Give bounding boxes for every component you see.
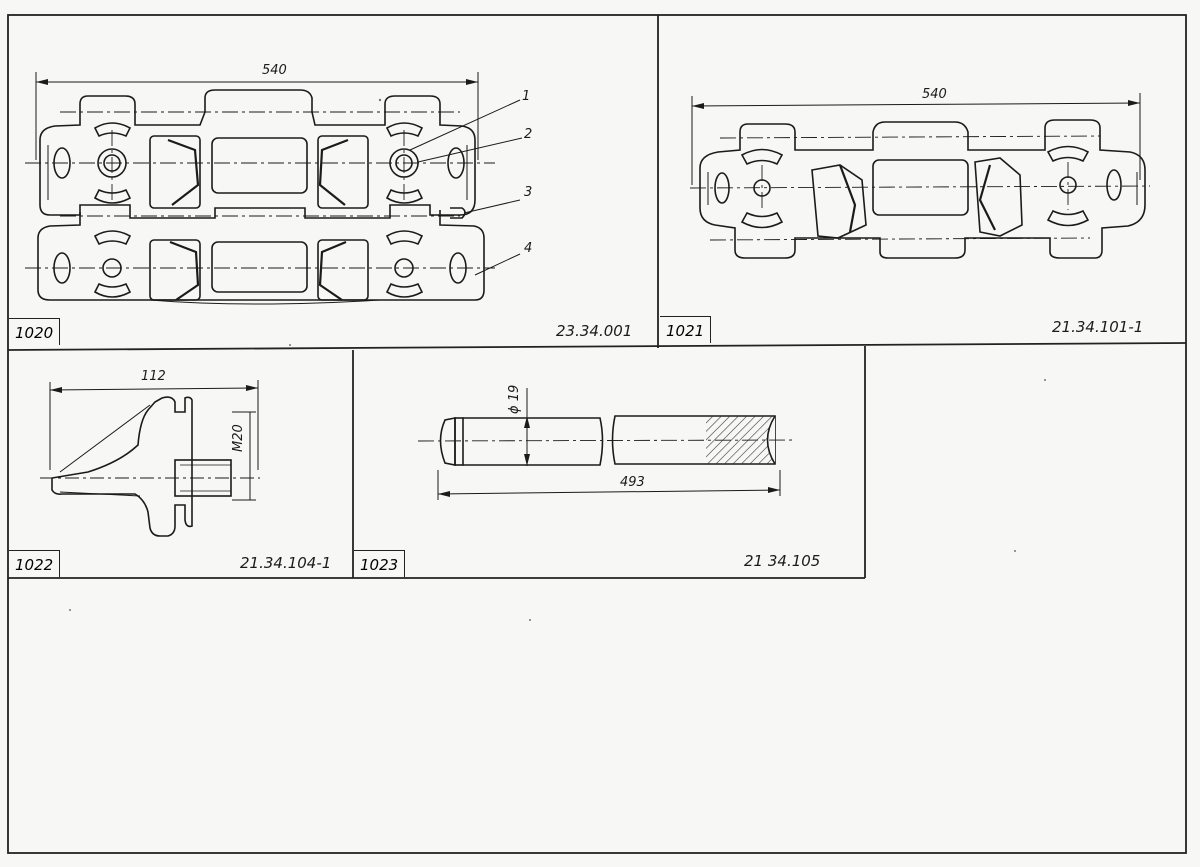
- paper-specks: [69, 98, 1046, 621]
- panel-1020-length-dimension: 540: [262, 63, 287, 78]
- panel-1020-id: 1020: [9, 318, 61, 345]
- panel-1021-length-dimension: 540: [922, 87, 947, 102]
- panel-1020-callout-4: 4: [524, 241, 533, 256]
- panel-1023-length-dimension: 493: [620, 475, 645, 490]
- guide-horn-drawing: [40, 380, 260, 537]
- panel-1023-id: 1023: [354, 550, 406, 577]
- track-link-drawing: [689, 93, 1151, 259]
- track-link-assembly-drawing: [25, 72, 523, 305]
- panel-1022-thread-dimension: M20: [231, 424, 246, 452]
- panel-1021-id: 1021: [660, 316, 712, 343]
- panel-1023-code: 21 34.105: [744, 552, 821, 570]
- track-pin-drawing: [417, 388, 796, 500]
- panel-1022-id: 1022: [9, 550, 61, 577]
- panel-1020-code: 23.34.001: [556, 322, 633, 340]
- panel-1023-diameter-dimension: ϕ 19: [507, 384, 522, 414]
- panel-1020-callout-2: 2: [524, 127, 533, 142]
- panel-1022-length-dimension: 112: [141, 369, 166, 384]
- panel-1021-code: 21.34.101-1: [1052, 318, 1144, 336]
- panel-1020-callout-3: 3: [524, 185, 533, 200]
- panel-1020-callout-1: 1: [522, 89, 531, 104]
- sheet-frame: [7, 14, 1187, 854]
- panel-1022-code: 21.34.104-1: [240, 554, 332, 572]
